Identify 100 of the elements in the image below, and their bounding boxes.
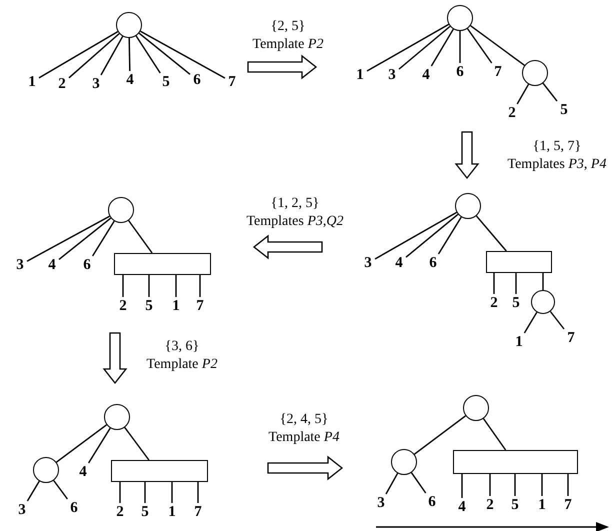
- tree-edge: [148, 275, 150, 297]
- tree-edge: [541, 474, 543, 496]
- p-node-circle: [104, 404, 130, 430]
- tree-edge: [438, 216, 462, 254]
- tree-edge: [489, 474, 491, 496]
- leaf-label: 6: [190, 71, 204, 89]
- tree-edge: [122, 275, 124, 297]
- tree-edge: [470, 25, 525, 66]
- leaf-label: 7: [191, 503, 205, 521]
- tree-edge: [26, 216, 110, 262]
- tree-edge: [542, 82, 558, 102]
- leaf-label: 5: [557, 101, 571, 119]
- tree-edge: [466, 28, 492, 64]
- leaf-label: 5: [159, 73, 173, 91]
- leaf-label: 6: [80, 256, 94, 274]
- leaf-label: 4: [123, 71, 137, 89]
- p-node-circle: [455, 193, 481, 219]
- leaf-label: 6: [453, 63, 467, 81]
- p-node-circle: [447, 5, 473, 31]
- tree-edge: [514, 474, 516, 496]
- leaf-label: 3: [15, 501, 29, 519]
- tree-edge: [366, 24, 450, 72]
- tree-edge: [542, 273, 544, 290]
- p-node-circle: [116, 12, 142, 38]
- p-node-circle: [108, 197, 134, 223]
- leaf-label: 2: [487, 294, 501, 312]
- leaf-label: 2: [505, 104, 519, 122]
- leaf-label: 1: [25, 73, 39, 91]
- tree-edge: [58, 218, 112, 260]
- leaf-label: 7: [225, 73, 239, 91]
- leaf-label: 1: [165, 503, 179, 521]
- block-arrow: [252, 234, 323, 260]
- leaf-label: 6: [67, 499, 81, 517]
- leaf-label: 4: [455, 498, 469, 516]
- leaf-label: 2: [113, 503, 127, 521]
- edge-label: {2, 4, 5} Template P4: [268, 411, 340, 446]
- leaf-label: 7: [561, 496, 575, 514]
- p-node-circle: [463, 395, 489, 421]
- tree-edge: [430, 28, 454, 66]
- leaf-label: 5: [142, 297, 156, 315]
- tree-edge: [199, 275, 201, 297]
- tree-edge: [374, 212, 458, 260]
- tree-edge: [567, 474, 569, 496]
- tree-edge: [68, 33, 120, 78]
- leaf-label: 3: [361, 254, 375, 272]
- tree-edge: [92, 220, 115, 256]
- leaf-label: 3: [89, 75, 103, 93]
- q-node-rectangle: [111, 460, 208, 482]
- leaf-label: 7: [564, 329, 578, 347]
- leaf-label: 5: [508, 496, 522, 514]
- leaf-label: 6: [425, 493, 439, 511]
- leaf-label: 7: [193, 297, 207, 315]
- leaf-label: 1: [169, 297, 183, 315]
- leaf-label: 1: [535, 496, 549, 514]
- tree-edge: [524, 312, 538, 334]
- leaf-label: 7: [491, 63, 505, 81]
- tree-edge: [197, 482, 199, 503]
- tree-edge: [398, 26, 450, 70]
- tree-edge: [53, 480, 68, 500]
- tree-edge: [100, 36, 124, 76]
- leaf-label: 6: [426, 254, 440, 272]
- edge-label: {1, 5, 7} Templates P3, P4: [506, 138, 608, 173]
- tree-edge: [38, 31, 118, 78]
- leaf-label: 3: [385, 66, 399, 84]
- leaf-label: 1: [353, 66, 367, 84]
- p-node-circle: [531, 290, 555, 314]
- q-node-rectangle: [453, 450, 578, 474]
- leaf-label: 4: [392, 254, 406, 272]
- leaf-label: 5: [509, 294, 523, 312]
- block-arrow: [247, 54, 318, 80]
- edge-label: {1, 2, 5} Templates P3,Q2: [245, 195, 345, 230]
- leaf-label: 2: [55, 75, 69, 93]
- p-node-circle: [33, 457, 59, 483]
- tree-edge: [128, 220, 153, 254]
- tree-edge: [171, 482, 173, 503]
- leaf-label: 1: [512, 333, 526, 351]
- tree-edge: [482, 418, 506, 450]
- p-node-circle: [522, 60, 548, 86]
- tree-edge: [461, 474, 463, 498]
- tree-edge: [138, 32, 190, 75]
- tree-edge: [144, 482, 146, 503]
- tree-edge: [56, 424, 108, 463]
- edge-label: {2, 5} Template P2: [252, 18, 324, 53]
- leaf-label: 4: [76, 463, 90, 481]
- tree-edge: [136, 36, 161, 74]
- leaf-label: 3: [13, 256, 27, 274]
- tree-edge: [124, 426, 150, 460]
- block-arrow: [267, 456, 344, 480]
- tree-edge: [385, 472, 398, 494]
- tree-edge: [459, 31, 461, 63]
- p-node-circle: [391, 449, 417, 475]
- tree-edge: [516, 84, 530, 104]
- leaf-label: 3: [374, 494, 388, 512]
- tree-edge: [406, 214, 458, 258]
- leaf-label: 4: [45, 256, 59, 274]
- leaf-label: 2: [483, 496, 497, 514]
- leaf-label: 4: [419, 66, 433, 84]
- tree-edge: [493, 273, 495, 294]
- edge-label: {3, 6} Template P2: [146, 338, 218, 373]
- tree-edge: [550, 311, 565, 330]
